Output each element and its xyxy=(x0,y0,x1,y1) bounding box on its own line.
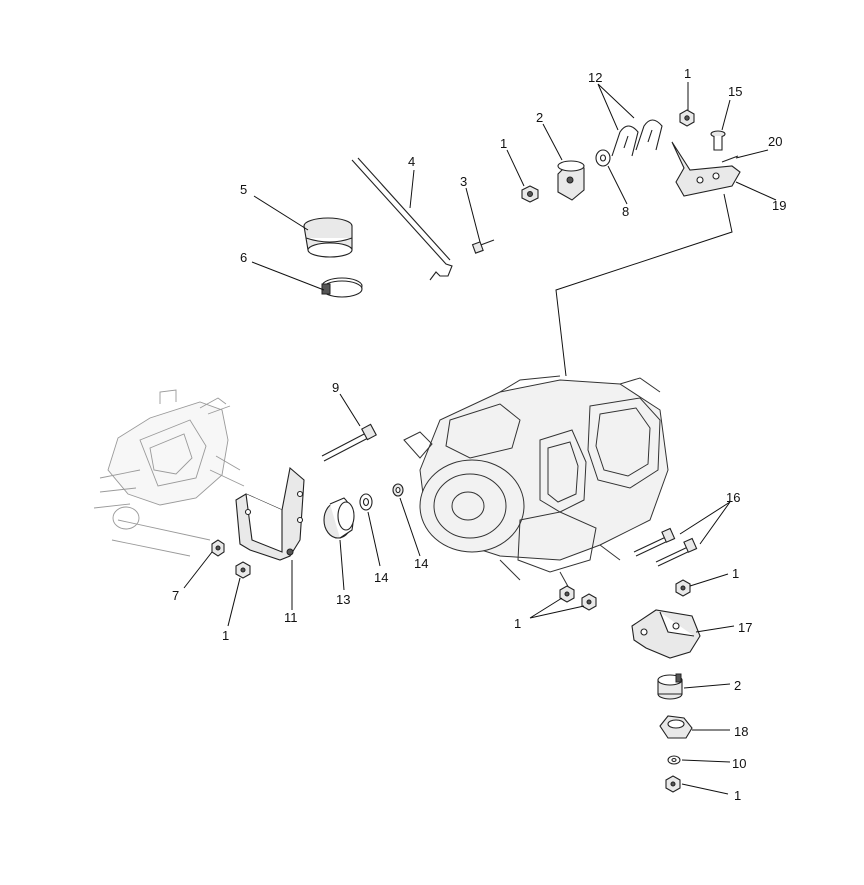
part-1-nut-bottom xyxy=(665,775,681,793)
callout-9: 9 xyxy=(332,380,339,395)
part-14-washer-left xyxy=(392,483,404,497)
part-3-bolt xyxy=(471,239,495,254)
part-19-bracket xyxy=(555,141,741,377)
callout-15: 15 xyxy=(728,84,742,99)
callout-18: 18 xyxy=(734,724,748,739)
part-1-nut-top-right xyxy=(679,109,695,127)
callout-14: 10 xyxy=(732,756,746,771)
part-1-nut-upper xyxy=(521,185,539,203)
callout-1: 1 xyxy=(500,136,507,151)
callout-5: 5 xyxy=(240,182,247,197)
part-12-mount xyxy=(323,497,355,539)
part-1-nut-right xyxy=(675,579,691,597)
callout-4: 4 xyxy=(408,154,415,169)
part-1-nut-lower-left xyxy=(235,561,251,579)
callout-8: 8 xyxy=(622,204,629,219)
callout-13: 14 xyxy=(374,570,388,585)
part-9-long-bolt xyxy=(321,423,377,462)
part-15-bolt xyxy=(710,130,726,151)
callout-19: 19 xyxy=(772,198,786,213)
part-2-mount-upper xyxy=(557,160,585,201)
callout-1: 1 xyxy=(734,788,741,803)
callout-17: 17 xyxy=(738,620,752,635)
part-5-boot xyxy=(303,217,353,258)
callout-10: 12 xyxy=(588,70,602,85)
part-18-cup xyxy=(659,715,693,739)
callout-3: 3 xyxy=(460,174,467,189)
part-14-washer-right xyxy=(667,755,681,765)
callout-20: 20 xyxy=(768,134,782,149)
callout-1: 1 xyxy=(732,566,739,581)
part-16-bolts xyxy=(633,527,698,567)
part-11-bracket xyxy=(235,466,305,561)
callout-12: 13 xyxy=(336,592,350,607)
callout-6: 6 xyxy=(240,250,247,265)
engine-assembly xyxy=(403,375,669,591)
callout-1: 1 xyxy=(514,616,521,631)
part-2-mount-lower xyxy=(657,673,683,700)
part-13-washer xyxy=(359,493,373,511)
part-17-bracket xyxy=(631,609,701,659)
part-8-washer xyxy=(595,149,611,167)
callout-7: 7 xyxy=(172,588,179,603)
leader-lines xyxy=(183,82,777,795)
part-10-shims xyxy=(611,119,663,157)
callout-16: 16 xyxy=(726,490,740,505)
part-7-nut xyxy=(211,539,225,557)
callout-2: 2 xyxy=(734,678,741,693)
callout-labels: 12 1 15 20 19 2 1 8 3 4 5 6 9 16 1 7 1 1… xyxy=(172,66,786,803)
callout-1: 1 xyxy=(684,66,691,81)
callout-2: 2 xyxy=(536,110,543,125)
frame-ghost xyxy=(93,389,245,557)
part-6-clamp xyxy=(321,277,363,298)
part-1-nuts-lower-middle xyxy=(559,585,597,611)
callout-14: 14 xyxy=(414,556,428,571)
part-20-pin xyxy=(721,155,739,163)
callout-1: 1 xyxy=(222,628,229,643)
part-4-rod xyxy=(351,157,453,281)
callout-11: 11 xyxy=(284,610,298,625)
